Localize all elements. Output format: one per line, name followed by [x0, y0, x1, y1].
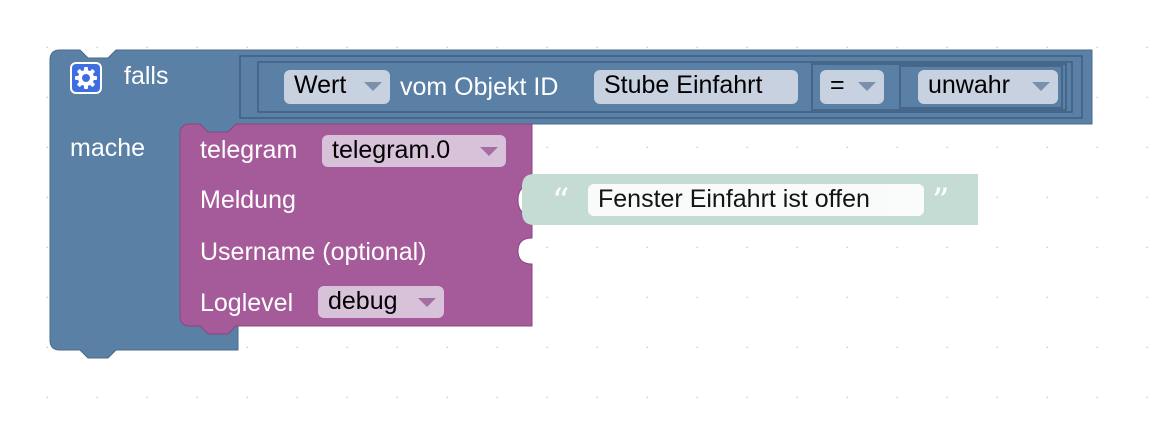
telegram-label: telegram — [200, 136, 298, 164]
chevron-down-icon — [858, 82, 876, 91]
loglevel-dropdown[interactable]: debug — [318, 286, 444, 318]
telegram-block[interactable] — [179, 123, 533, 335]
object-id-field[interactable]: Stube Einfahrt — [594, 70, 798, 104]
compare-value-dropdown[interactable]: unwahr — [918, 70, 1058, 104]
close-quote-icon: ” — [932, 181, 950, 221]
chevron-down-icon — [364, 82, 382, 91]
message-text-field[interactable]: Fenster Einfahrt ist offen — [588, 184, 924, 216]
username-label: Username (optional) — [200, 238, 427, 266]
do-label: mache — [70, 134, 146, 162]
message-label: Meldung — [200, 186, 296, 214]
chevron-down-icon — [1032, 82, 1050, 91]
value-dropdown[interactable]: Wert — [284, 70, 390, 104]
chevron-down-icon — [480, 147, 498, 156]
loglevel-label: Loglevel — [200, 289, 294, 317]
gear-icon[interactable] — [70, 62, 102, 94]
open-quote-icon: “ — [552, 181, 570, 221]
chevron-down-icon — [418, 298, 436, 307]
from-object-label: vom Objekt ID — [400, 73, 559, 101]
if-label: falls — [124, 62, 169, 90]
telegram-instance-dropdown[interactable]: telegram.0 — [322, 135, 506, 167]
operator-dropdown[interactable]: = — [820, 70, 884, 104]
